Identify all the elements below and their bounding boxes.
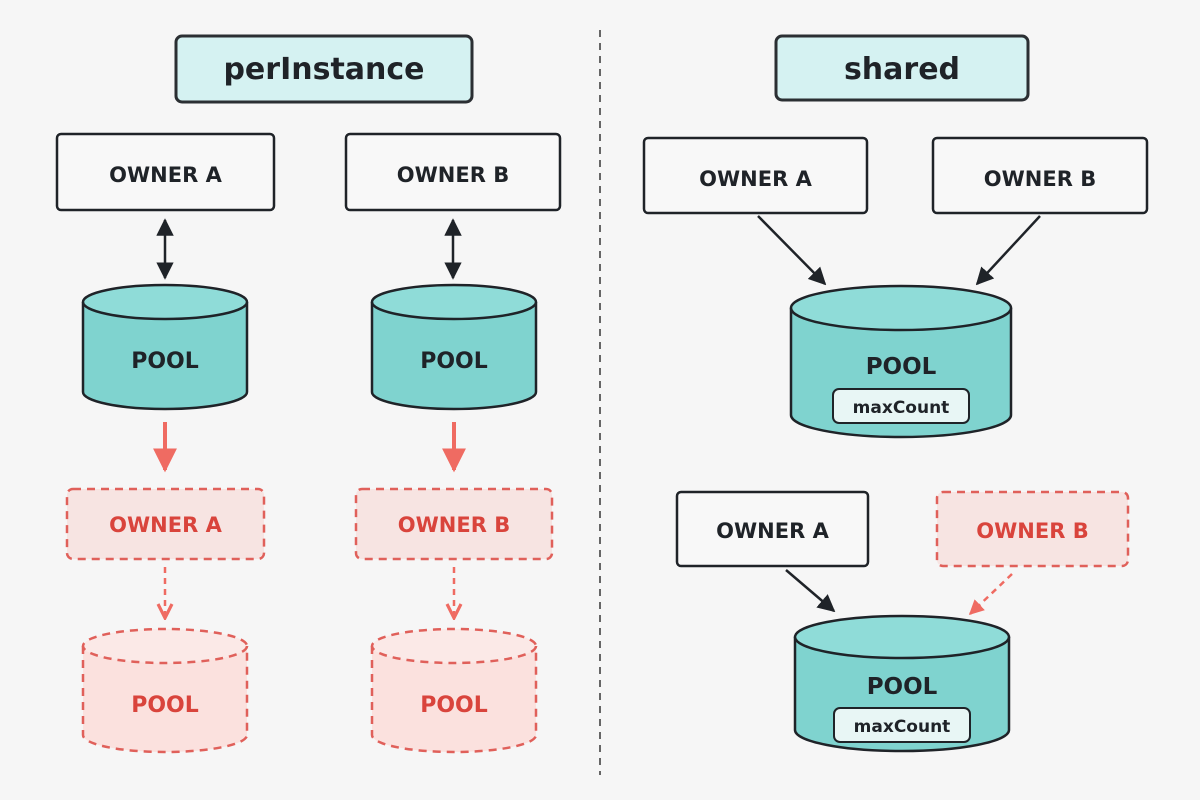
shared-bottom-owner-b: OWNER B (935, 490, 1130, 568)
per-instance-ghost-owner-b: OWNER B (354, 487, 554, 561)
per-instance-owner-b: OWNER B (344, 132, 562, 212)
shared-top-maxcount-chip (832, 388, 970, 424)
shared-top-owner-b-label: OWNER B (984, 167, 1096, 191)
per-instance-ghost-pool-a-label: POOL (131, 693, 199, 718)
per-instance-ghost-owner-a-label: OWNER A (109, 513, 222, 537)
shared-section: shared OWNER A OWNER B POOL maxCount OWN… (642, 34, 1149, 753)
shared-top-pool-label: POOL (866, 354, 937, 380)
per-instance-title-box (174, 34, 474, 104)
shared-top-arrow-b (975, 215, 1041, 286)
per-instance-pool-a: POOL (81, 283, 249, 411)
shared-bottom-owner-a-label: OWNER A (716, 519, 829, 543)
shared-bottom-owner-b-label: OWNER B (976, 519, 1088, 543)
per-instance-ghost-owner-a: OWNER A (65, 487, 266, 561)
shared-bottom-pool: POOL maxCount (793, 614, 1011, 753)
shared-top-owner-a-label: OWNER A (699, 167, 812, 191)
per-instance-pool-b: POOL (370, 283, 538, 411)
per-instance-ghost-pool-b-label: POOL (420, 693, 488, 718)
shared-top-owner-b: OWNER B (931, 136, 1149, 215)
per-instance-owner-b-label: OWNER B (397, 163, 509, 187)
shared-bottom-maxcount-chip (833, 707, 971, 743)
per-instance-ghost-pool-a: POOL (81, 627, 249, 754)
per-instance-pool-b-label: POOL (420, 349, 488, 374)
per-instance-section: perInstance OWNER A OWNER B POOL POOL (55, 34, 562, 754)
shared-bottom-arrow-b-dashed (968, 573, 1013, 616)
shared-title: shared (844, 52, 960, 87)
shared-title-box (774, 34, 1030, 102)
per-instance-ghost-owner-b-label: OWNER B (398, 513, 510, 537)
per-instance-owner-a: OWNER A (55, 132, 276, 212)
shared-top-maxcount-label: maxCount (853, 398, 950, 418)
per-instance-title: perInstance (223, 52, 424, 87)
per-instance-ghost-pool-b: POOL (370, 627, 538, 754)
shared-top-pool: POOL maxCount (789, 284, 1013, 439)
shared-bottom-pool-label: POOL (867, 674, 938, 700)
shared-top-owner-a: OWNER A (642, 136, 869, 215)
per-instance-owner-a-label: OWNER A (109, 163, 222, 187)
shared-bottom-maxcount-label: maxCount (854, 717, 951, 737)
shared-top-arrow-a (757, 215, 827, 286)
shared-bottom-arrow-a (785, 569, 836, 613)
shared-bottom-owner-a: OWNER A (675, 490, 870, 568)
per-instance-pool-a-label: POOL (131, 349, 199, 374)
